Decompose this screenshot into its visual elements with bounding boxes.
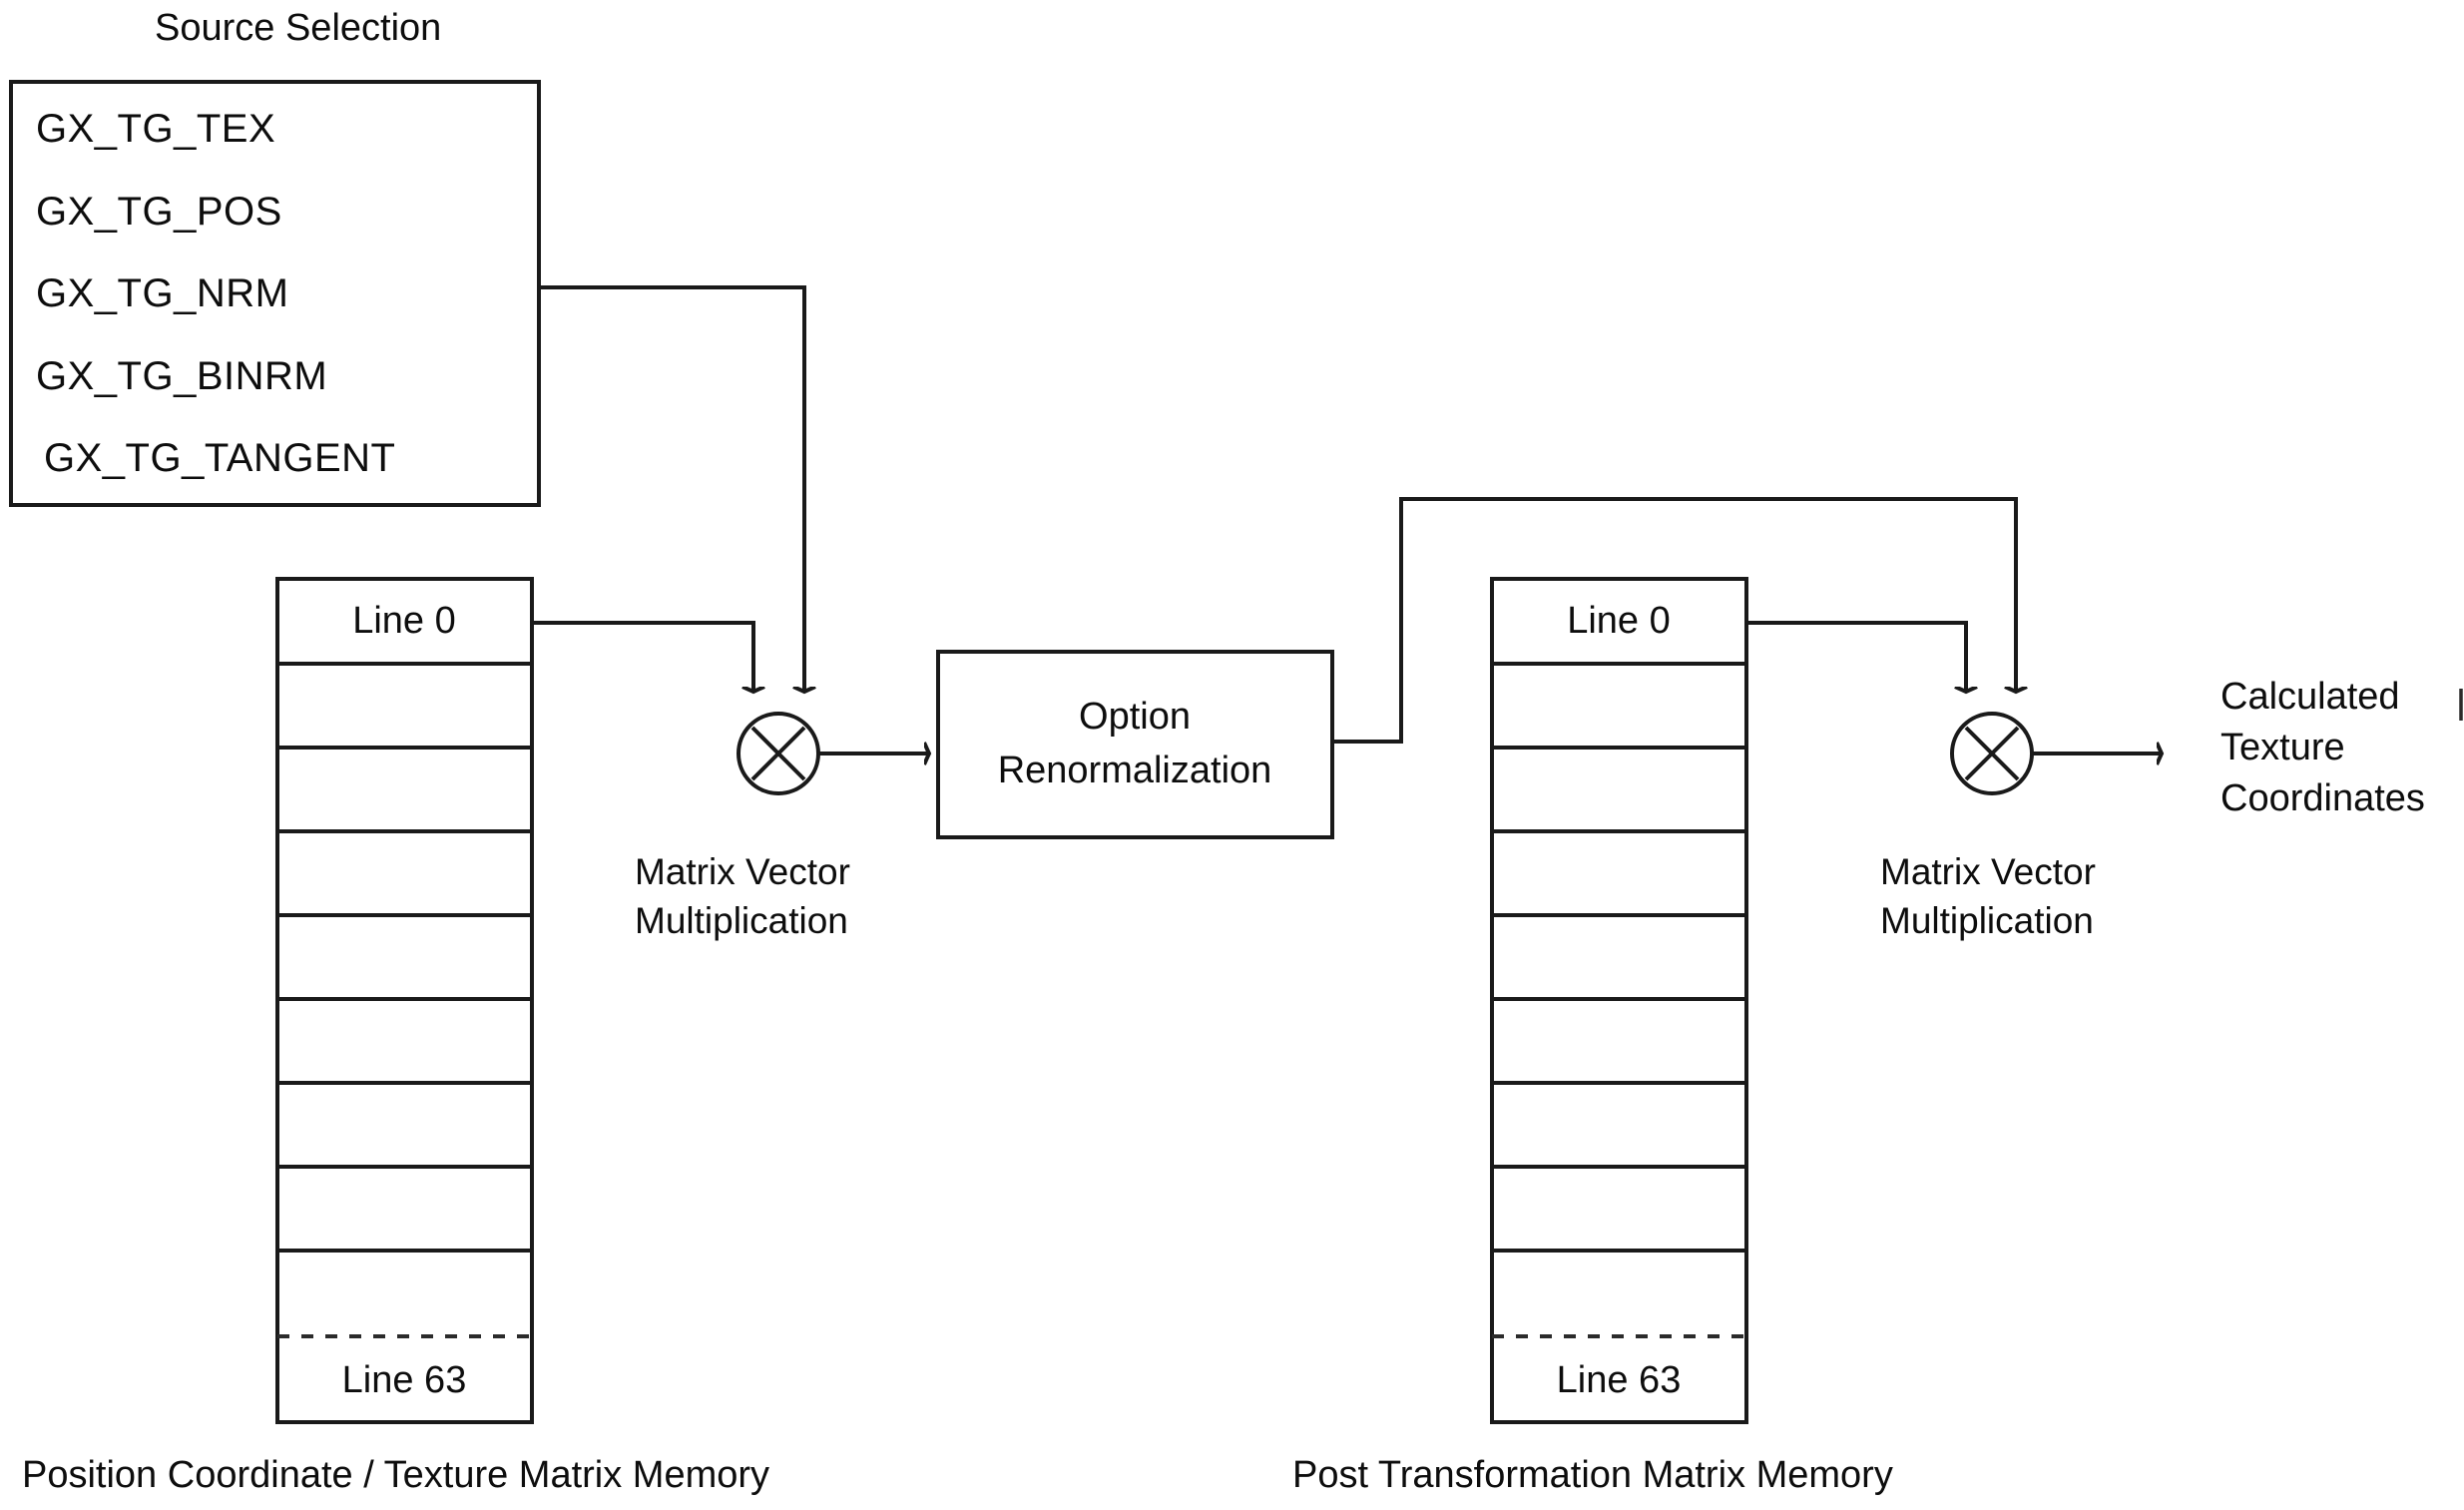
memory-right-group: Line 0 Line 63 [1490,577,1748,1424]
memory-left-line0-label: Line 0 [352,600,456,642]
connector-source-to-left-multiplier [539,285,804,691]
output-label-line2: Texture [2220,727,2345,768]
memory-left-line63-label: Line 63 [342,1359,467,1401]
source-selection-group: Source Selection GX_TG_TEX GX_TG_POS GX_… [9,7,541,507]
memory-left-caption: Position Coordinate / Texture Matrix Mem… [22,1454,769,1496]
connector-renormalization-to-right-multiplier [1332,497,2016,744]
option-renormalization-group: Option Renormalization [936,650,1334,839]
source-option-gx-tg-tangent[interactable]: GX_TG_TANGENT [44,436,395,480]
multiplier-left-group: Matrix Vector Multiplication [635,712,850,941]
output-label-line1: Calculated [2220,676,2400,718]
multiplier-left-label-line1: Matrix Vector [635,851,850,892]
option-renormalization-line1: Option [1079,696,1191,738]
multiply-x-stroke-b [750,726,806,781]
memory-left-group: Line 0 Line 63 [275,577,534,1424]
output-label-line3: Coordinates [2220,777,2425,819]
multiplier-right-group: Matrix Vector Multiplication [1880,712,2096,941]
multiplier-right-label-line2: Multiplication [1880,900,2094,941]
connector-left-memory-to-left-multiplier [532,621,753,691]
multiply-x-stroke-d [1964,726,2020,781]
memory-right-line63-label: Line 63 [1557,1359,1682,1401]
source-selection-title: Source Selection [155,7,441,49]
connector-right-memory-to-right-multiplier [1746,621,1966,691]
source-selection-box[interactable] [9,80,541,507]
source-option-gx-tg-nrm[interactable]: GX_TG_NRM [36,271,288,315]
source-option-gx-tg-pos[interactable]: GX_TG_POS [36,190,282,234]
memory-right-line0-label: Line 0 [1567,600,1671,642]
memory-right-caption: Post Transformation Matrix Memory [1292,1454,1893,1496]
source-option-gx-tg-tex[interactable]: GX_TG_TEX [36,107,275,151]
multiplier-right-label-line1: Matrix Vector [1880,851,2096,892]
multiplier-left-label-line2: Multiplication [635,900,848,941]
option-renormalization-box[interactable] [936,650,1334,839]
option-renormalization-line2: Renormalization [998,750,1272,791]
source-option-gx-tg-binrm[interactable]: GX_TG_BINRM [36,354,327,398]
calculated-texture-coordinates-group: Calculated Texture Coordinates [2220,676,2425,819]
